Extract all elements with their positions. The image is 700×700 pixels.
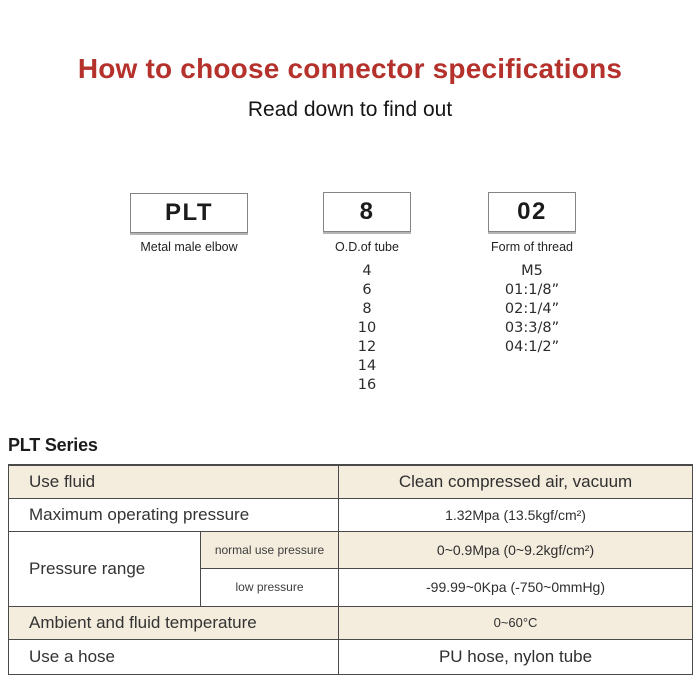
code-box-series-text: PLT xyxy=(164,199,214,226)
tube-od-option: 12 xyxy=(357,339,377,355)
low-pressure-label: low pressure xyxy=(199,567,340,607)
thread-option: 01:1/8” xyxy=(504,282,560,298)
tube-od-option: 4 xyxy=(362,263,372,279)
hose-label: Use a hose xyxy=(7,638,340,675)
max-pressure-label: Maximum operating pressure xyxy=(7,497,340,532)
code-box-thread: 02 xyxy=(488,192,576,232)
table-row-use-fluid: Use fluid Clean compressed air, vacuum xyxy=(7,464,694,499)
max-pressure-value: 1.32Mpa (13.5kgf/cm²) xyxy=(338,497,694,532)
use-fluid-value: Clean compressed air, vacuum xyxy=(338,464,694,499)
page-title: How to choose connector specifications xyxy=(77,53,623,84)
table-row-ambient-temp: Ambient and fluid temperature 0~60°C xyxy=(7,605,694,640)
table-row-max-pressure: Maximum operating pressure 1.32Mpa (13.5… xyxy=(7,497,694,532)
code-box-tube-od: 8 xyxy=(323,192,411,232)
hose-value: PU hose, nylon tube xyxy=(338,638,694,675)
thread-options: M5 01:1/8” 02:1/4” 03:3/8” 04:1/2” xyxy=(467,262,597,357)
tube-od-option: 14 xyxy=(357,358,377,374)
ambient-temp-value: 0~60°C xyxy=(338,605,694,640)
table-row-normal-pressure: Pressure range normal use pressure 0~0.9… xyxy=(8,530,694,607)
tube-od-option: 8 xyxy=(362,301,372,317)
page-subtitle: Read down to find out xyxy=(247,98,453,121)
thread-option: M5 xyxy=(521,263,543,279)
code-box-thread-text: 02 xyxy=(517,198,547,225)
series-heading: PLT Series xyxy=(8,435,98,455)
pressure-range-label: Pressure range xyxy=(8,530,201,607)
tube-od-option: 6 xyxy=(362,282,372,298)
thread-option: 03:3/8” xyxy=(504,320,560,336)
label-tube-od: O.D.of tube xyxy=(335,240,399,254)
normal-pressure-value: 0~0.9Mpa (0~9.2kgf/cm²) xyxy=(338,530,694,569)
low-pressure-value: -99.99~0Kpa (-750~0mmHg) xyxy=(338,567,694,607)
code-box-tube-od-text: 8 xyxy=(359,198,375,225)
thread-option: 02:1/4” xyxy=(504,301,560,317)
thread-option: 04:1/2” xyxy=(504,339,560,355)
normal-pressure-label: normal use pressure xyxy=(199,530,340,569)
tube-od-options: 4 6 8 10 12 14 16 xyxy=(327,262,407,395)
table-row-low-pressure: low pressure -99.99~0Kpa (-750~0mmHg) xyxy=(9,567,694,607)
tube-od-option: 16 xyxy=(357,377,377,393)
ambient-temp-label: Ambient and fluid temperature xyxy=(7,605,340,640)
table-row-hose: Use a hose PU hose, nylon tube xyxy=(7,638,694,675)
label-series: Metal male elbow xyxy=(140,240,238,254)
label-thread: Form of thread xyxy=(491,240,573,254)
use-fluid-label: Use fluid xyxy=(7,464,340,499)
code-box-series: PLT xyxy=(130,193,248,233)
tube-od-option: 10 xyxy=(357,320,377,336)
spec-table: Use fluid Clean compressed air, vacuum M… xyxy=(7,464,694,675)
